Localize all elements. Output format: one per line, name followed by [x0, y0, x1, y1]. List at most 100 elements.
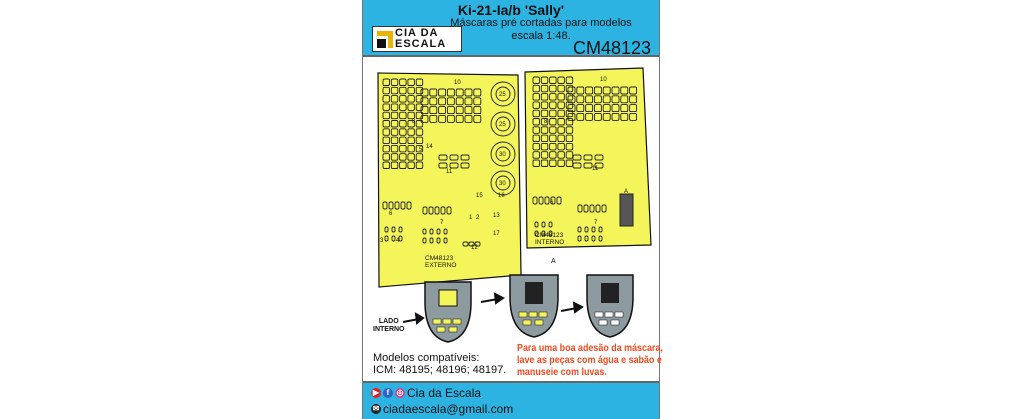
part-number: 10	[600, 77, 607, 83]
part-number: 12	[471, 245, 478, 251]
mask-piece	[382, 95, 390, 103]
mask-piece	[468, 241, 475, 247]
mask-piece	[576, 95, 585, 104]
mask-piece	[549, 118, 557, 126]
mask-piece	[399, 86, 407, 95]
email-address[interactable]: ciadaescala@gmail.com	[383, 402, 514, 416]
mask-piece	[440, 206, 446, 215]
internal-mask-sheet: 10 8 11 6 7 A CM48123 INTERNO	[524, 67, 652, 249]
mask-piece	[429, 88, 438, 97]
mask-piece	[556, 196, 562, 205]
subtitle-line2: escala 1:48.	[511, 30, 571, 42]
instagram-icon[interactable]: ◎	[395, 388, 405, 398]
mask-piece	[446, 106, 455, 115]
mask-piece	[565, 126, 574, 134]
part-number: 15	[476, 193, 483, 199]
mask-piece	[548, 230, 553, 237]
mask-piece	[593, 86, 602, 95]
mask-piece	[455, 97, 464, 106]
part-number: 25	[499, 122, 506, 128]
mask-piece	[415, 136, 424, 145]
mask-piece	[464, 106, 473, 115]
mask-piece	[390, 86, 399, 95]
mask-piece	[611, 112, 620, 121]
sheet-label: EXTERNO	[425, 262, 456, 269]
mask-piece	[382, 86, 390, 95]
mask-piece	[464, 114, 473, 123]
mask-piece	[540, 84, 549, 93]
mask-piece	[540, 101, 549, 109]
mask-piece	[420, 114, 429, 123]
mask-piece	[384, 226, 389, 233]
mask-piece	[429, 237, 434, 244]
mask-piece	[540, 134, 549, 143]
mask-piece	[449, 154, 459, 161]
mask-piece	[390, 136, 399, 145]
tip-line: manuseie com luvas.	[517, 366, 607, 378]
part-number: 13	[493, 213, 500, 219]
mask-piece	[399, 78, 407, 86]
mask-piece	[572, 154, 582, 161]
mask-piece	[473, 106, 482, 115]
mask-piece	[473, 114, 482, 123]
part-number: 5	[419, 147, 423, 153]
mask-piece	[548, 221, 553, 228]
part-number: 14	[426, 144, 433, 150]
mask-piece	[532, 93, 540, 101]
mask-piece	[384, 235, 389, 242]
mask-piece	[399, 136, 407, 145]
mask-piece	[438, 154, 448, 161]
tip-line: Para uma boa adesão da máscara,	[517, 342, 663, 354]
mask-piece	[382, 161, 390, 169]
mask-piece	[620, 104, 629, 113]
mask-piece	[550, 196, 556, 205]
mask-piece	[577, 226, 582, 233]
social-name[interactable]: Cia da Escala	[407, 386, 482, 400]
mask-piece	[532, 101, 540, 109]
mask-piece	[398, 235, 403, 242]
mask-piece	[557, 84, 565, 93]
mask-piece	[532, 84, 540, 93]
mask-piece	[464, 97, 473, 106]
tip-line: lave as peças com água e sabão e	[517, 354, 662, 366]
mask-piece	[565, 118, 574, 126]
mask-piece	[593, 95, 602, 104]
mask-piece	[382, 153, 390, 161]
mask-piece	[382, 78, 390, 86]
mask-piece	[399, 128, 407, 136]
mask-piece	[382, 128, 390, 136]
mask-piece	[576, 112, 585, 121]
mask-piece	[446, 97, 455, 106]
mask-piece	[629, 86, 638, 95]
mask-piece	[532, 126, 540, 134]
footer: ▶ f ◎ Cia da Escala ✉ ciadaescala@gmail.…	[363, 381, 659, 419]
mask-piece	[399, 161, 407, 169]
mask-piece	[407, 111, 415, 120]
mask-piece	[611, 95, 620, 104]
mask-piece	[420, 97, 429, 106]
mask-piece	[390, 95, 399, 103]
mask-piece	[407, 128, 415, 136]
mask-piece	[399, 120, 407, 128]
mask-piece	[390, 103, 399, 111]
mask-piece	[549, 101, 557, 109]
mask-piece	[398, 226, 403, 233]
part-number: 8	[544, 119, 548, 125]
mask-piece	[565, 159, 574, 167]
part-number: 6	[550, 200, 554, 206]
mask-piece	[584, 226, 589, 233]
mask-piece	[415, 78, 424, 86]
mask-piece	[434, 206, 440, 215]
part-number: 30	[499, 152, 506, 158]
youtube-icon[interactable]: ▶	[371, 388, 381, 398]
mask-piece	[407, 153, 415, 161]
mask-piece	[583, 162, 593, 169]
facebook-icon[interactable]: f	[383, 388, 393, 398]
mask-piece	[577, 204, 583, 213]
mask-piece	[584, 235, 589, 242]
mask-piece	[382, 136, 390, 145]
mask-piece	[446, 88, 455, 97]
part-number: 1	[469, 215, 473, 221]
mask-piece	[390, 78, 399, 86]
mask-piece	[407, 120, 415, 128]
